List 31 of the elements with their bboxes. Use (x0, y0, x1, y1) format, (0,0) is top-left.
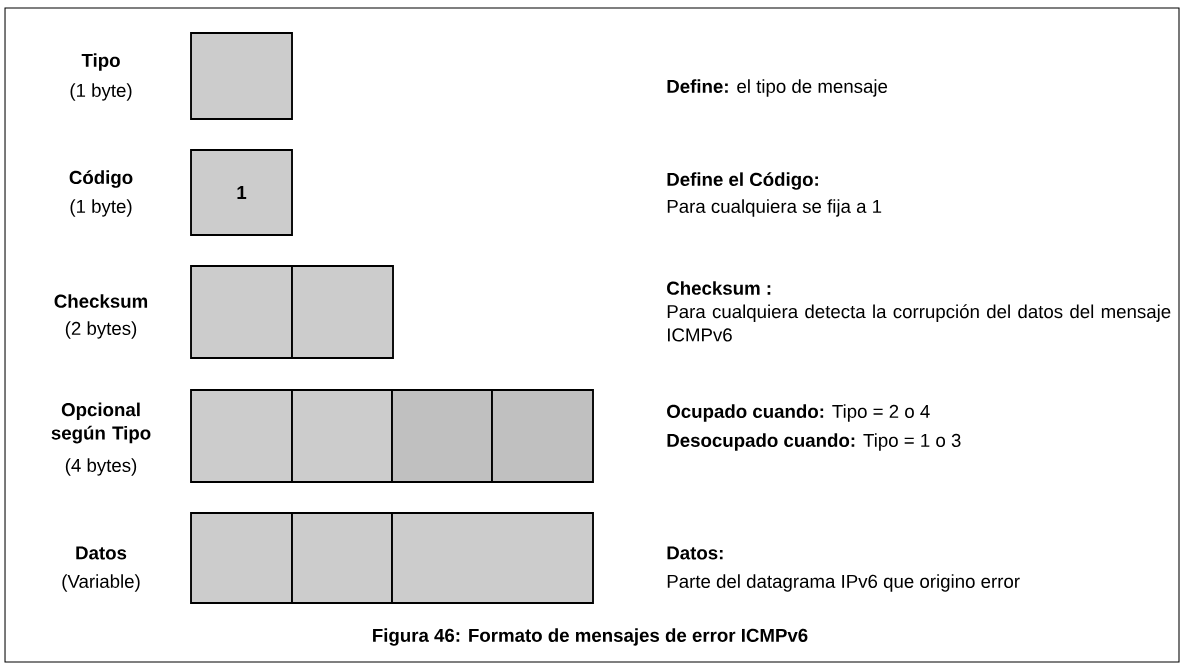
field-cell: 1 (190, 149, 293, 236)
field-description: Define: el tipo de mensaje (667, 79, 888, 97)
field-description: Checksum : (667, 281, 771, 295)
field-description: Ocupado cuando: Tipo = 2 o 4 (667, 404, 930, 422)
field-name: Código (69, 170, 133, 188)
field-cell (190, 512, 293, 604)
field-size: (4 bytes) (65, 458, 137, 476)
field-description: Para cualquiera se fija a 1 (667, 199, 882, 217)
field-description: Para cualquiera detecta la corrupción del datos del mensaje ICMPv6 (667, 304, 1171, 342)
field-name: Datos (76, 546, 127, 560)
field-description: Define el Código: (667, 172, 818, 190)
field-cell (190, 265, 293, 359)
field-size: (2 bytes) (65, 321, 137, 339)
field-size: (1 byte) (70, 199, 132, 217)
field-cell (391, 389, 493, 483)
field-name: Checksum (54, 294, 148, 308)
field-cell (391, 512, 594, 604)
figure-caption: Figura 46: Formato de mensajes de error ICMPv6 (373, 628, 808, 646)
field-description: Datos: (667, 546, 723, 560)
field-description: Parte del datagrama IPv6 que origino error (667, 574, 1020, 592)
field-cell (291, 265, 394, 359)
field-cell (190, 389, 293, 483)
field-size: (1 byte) (70, 83, 132, 101)
field-cell (291, 389, 393, 483)
field-description: Desocupado cuando: Tipo = 1 o 3 (667, 433, 961, 451)
field-name: Tipo (81, 53, 120, 71)
field-cell (291, 512, 393, 604)
field-cell (491, 389, 594, 483)
field-size: (Variable) (62, 574, 140, 592)
field-name: Opcional según Tipo (51, 402, 151, 444)
field-cell (190, 32, 293, 120)
